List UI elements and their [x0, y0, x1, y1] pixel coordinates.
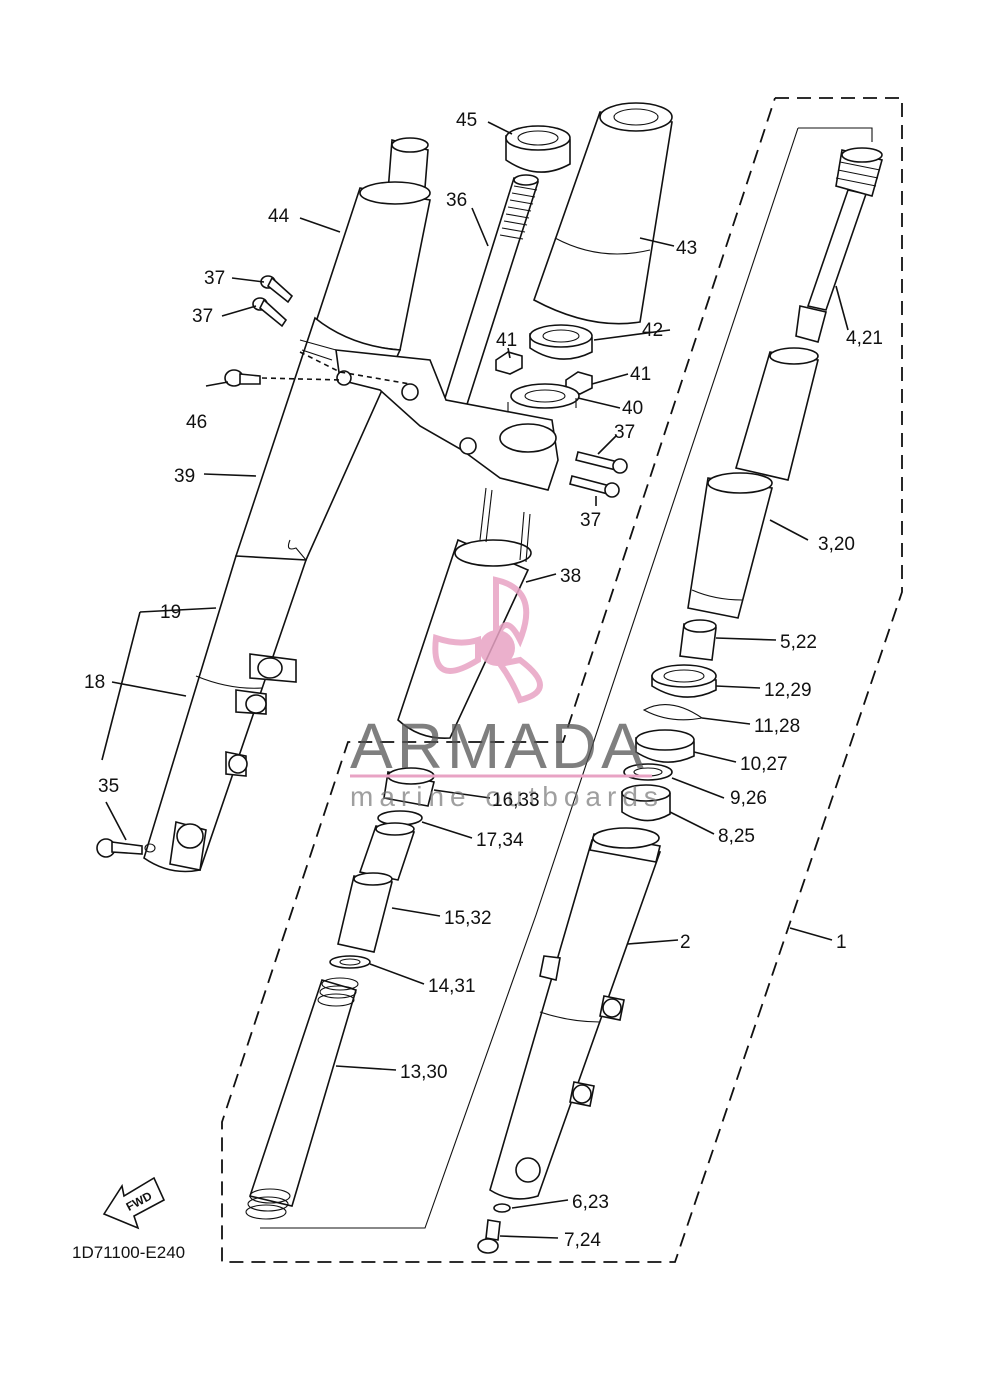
- leader-lines: [101, 121, 849, 1239]
- callout-10-27: 10,27: [740, 754, 788, 775]
- part-40-plate: [507, 383, 580, 412]
- part-3-tubes: [687, 347, 819, 619]
- callout-8-25: 8,25: [718, 826, 755, 847]
- part-4-damper-rod: [795, 147, 883, 343]
- part-46-bolt: [224, 369, 261, 387]
- part-bracket: [299, 339, 559, 491]
- callout-11-28: 11,28: [754, 716, 800, 737]
- part-38-lower-cover: [397, 487, 532, 739]
- part-12-seal: [651, 664, 717, 698]
- callout-1: 1: [836, 932, 847, 953]
- watermark: ARMADA marine outboards: [350, 576, 664, 812]
- part-11-clip: [642, 704, 704, 721]
- part-16-plug: [383, 767, 435, 807]
- callout-39: 39: [174, 466, 195, 487]
- group-outline-right: [221, 97, 903, 1263]
- callout-37a: 37: [204, 268, 225, 289]
- part-7-bolt: [477, 1219, 501, 1254]
- part-42-clamp: [529, 324, 593, 360]
- callout-37d: 37: [580, 510, 601, 531]
- part-45-bearing: [505, 125, 571, 173]
- callout-41b: 41: [630, 364, 651, 385]
- part-14-washer: [329, 955, 371, 969]
- callout-18: 18: [84, 672, 105, 693]
- part-5-bushing: [679, 619, 717, 661]
- part-36-steering-shaft: [438, 174, 540, 421]
- part-37-bolts: [252, 275, 628, 498]
- fwd-arrow-icon: FWD: [102, 1176, 166, 1230]
- callout-41a: 41: [496, 330, 517, 351]
- callout-38: 38: [560, 566, 581, 587]
- callout-2: 2: [680, 932, 691, 953]
- callout-42: 42: [642, 320, 663, 341]
- part-13-spring: [245, 977, 359, 1220]
- callout-43: 43: [676, 238, 697, 259]
- callout-16-33: 16,33: [492, 790, 540, 811]
- part-44-upper-tube: [315, 137, 431, 351]
- group-outline-inner: [260, 127, 873, 1229]
- callout-19: 19: [160, 602, 181, 623]
- part-10-washer: [635, 729, 695, 763]
- diagram-code: 1D71100-E240: [72, 1243, 185, 1262]
- callout-17-34: 17,34: [476, 830, 524, 851]
- part-6-washer: [493, 1203, 511, 1213]
- part-18-19-lower-fork: [143, 555, 308, 873]
- callout-44: 44: [268, 206, 290, 227]
- callout-9-26: 9,26: [730, 788, 767, 809]
- callout-46: 46: [186, 412, 207, 433]
- callout-12-29: 12,29: [764, 680, 812, 701]
- callout-35: 35: [98, 776, 119, 797]
- callout-6-23: 6,23: [572, 1192, 609, 1213]
- callout-5-22: 5,22: [780, 632, 817, 653]
- part-35-bolt: [96, 838, 156, 858]
- callout-36: 36: [446, 190, 467, 211]
- callout-labels: 45 36 44 43 37 37 42 4,21 41 41 40 46 37…: [84, 110, 883, 1251]
- part-8-bushing: [621, 784, 671, 822]
- callout-37b: 37: [192, 306, 213, 327]
- callout-45: 45: [456, 110, 477, 131]
- watermark-tagline: marine outboards: [350, 781, 664, 812]
- callout-3-20: 3,20: [818, 534, 855, 555]
- callout-40: 40: [622, 398, 643, 419]
- callout-14-31: 14,31: [428, 976, 476, 997]
- callout-7-24: 7,24: [564, 1230, 601, 1251]
- part-15-spacers: [337, 822, 416, 953]
- part-2-outer-tube: [489, 827, 662, 1200]
- callout-37c: 37: [614, 422, 635, 443]
- callout-13-30: 13,30: [400, 1062, 448, 1083]
- part-43-cover: [533, 102, 673, 325]
- callout-4-21: 4,21: [846, 328, 883, 349]
- watermark-brand: ARMADA: [350, 710, 648, 782]
- propeller-logo: [432, 576, 543, 704]
- callout-15-32: 15,32: [444, 908, 492, 929]
